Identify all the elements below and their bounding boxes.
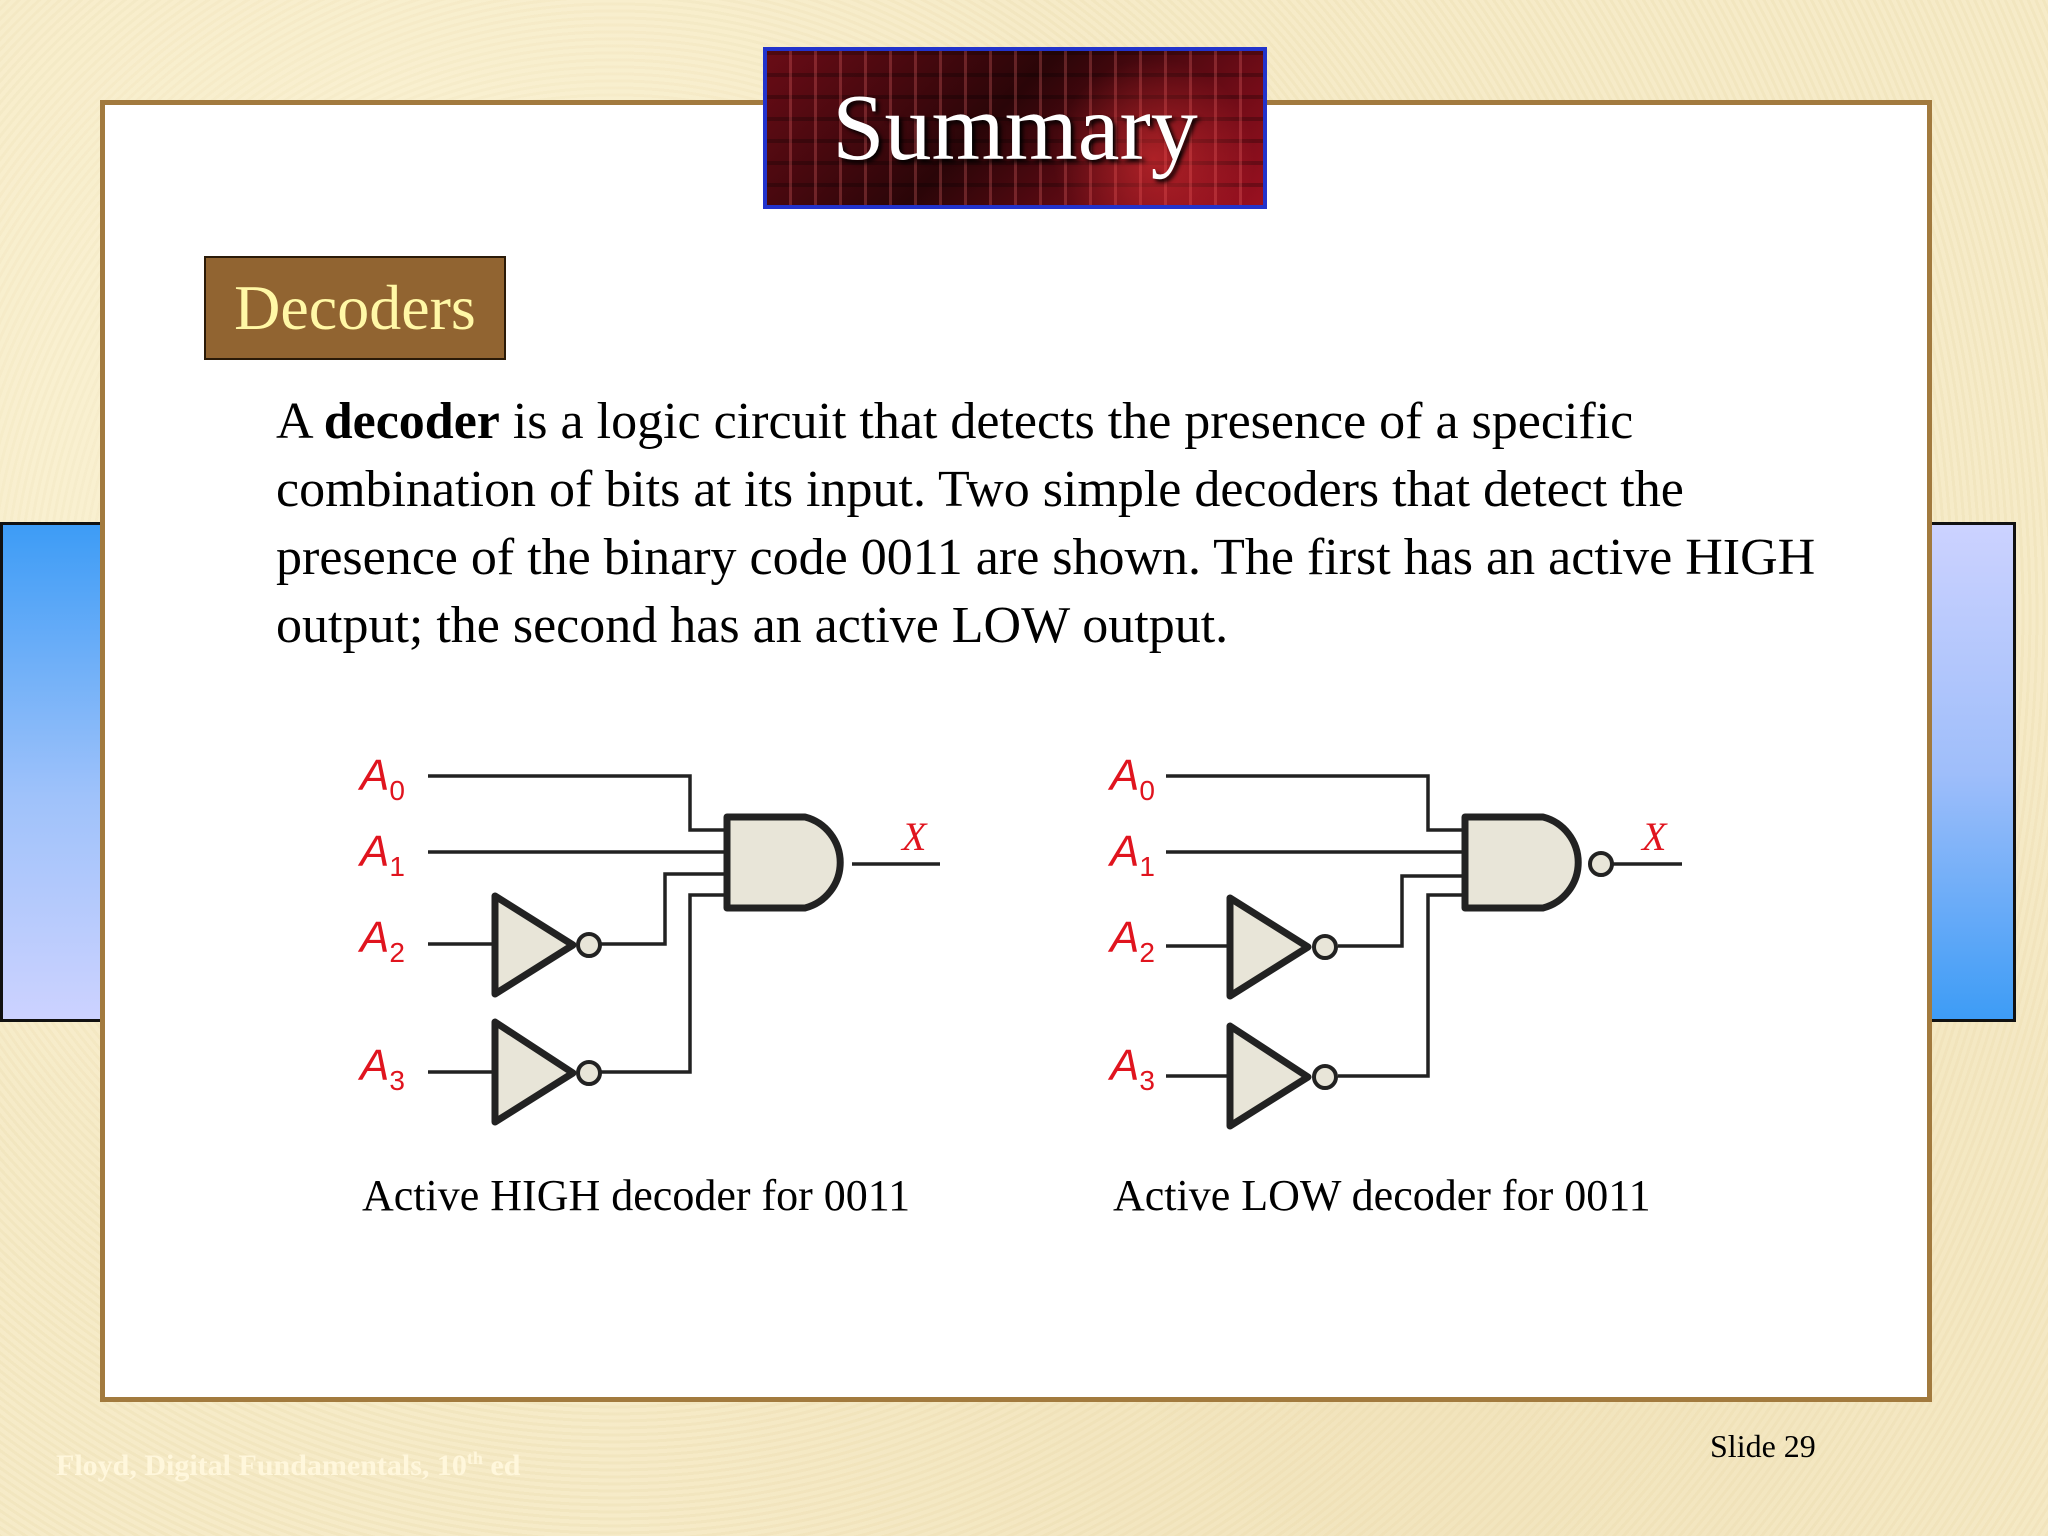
output-label-low: X	[1640, 814, 1668, 859]
section-label: Decoders	[204, 256, 506, 360]
slide-title: Summary	[832, 76, 1198, 180]
footer-book-title: Floyd, Digital Fundamentals, 10	[56, 1449, 467, 1482]
left-accent-bar	[0, 522, 110, 1022]
inverter-a3	[491, 1018, 602, 1126]
footer-book-sup: th	[466, 1448, 483, 1468]
caption-active-high: Active HIGH decoder for 0011	[362, 1171, 911, 1220]
inverter-icon	[491, 892, 577, 998]
output-inversion-bubble-icon	[1588, 851, 1614, 877]
label-a3: A3	[357, 1041, 405, 1096]
and-gate-icon	[1461, 813, 1582, 912]
title-banner: Summary	[763, 47, 1267, 209]
inverter-a2	[491, 892, 602, 998]
label-a2: A2	[1107, 913, 1155, 968]
wires-low	[1166, 774, 1682, 1078]
footer-book-credit: Floyd, Digital Fundamentals, 10th ed	[56, 1448, 520, 1483]
body-text-start: A	[276, 393, 324, 450]
inverter-icon	[491, 1018, 577, 1126]
label-a2: A2	[357, 913, 405, 968]
body-text-rest: is a logic circuit that detects the pres…	[276, 393, 1816, 654]
wires-high	[428, 774, 940, 1074]
label-a3: A3	[1107, 1041, 1155, 1096]
slide-number: Slide 29	[1710, 1428, 1816, 1464]
body-text-bold-term: decoder	[323, 393, 500, 450]
label-a0: A0	[1107, 751, 1155, 806]
inverter-a2	[1226, 894, 1338, 1000]
body-text: A decoder is a logic circuit that detect…	[276, 388, 1856, 660]
inversion-bubble-icon	[576, 932, 602, 958]
footer-book-edition: ed	[482, 1449, 521, 1482]
inverter-a3	[1226, 1022, 1338, 1130]
output-label-high: X	[900, 814, 928, 859]
inversion-bubble-icon	[576, 1060, 602, 1086]
and-gate-icon	[723, 813, 844, 912]
label-a1: A1	[357, 827, 405, 882]
inverter-icon	[1226, 1022, 1312, 1130]
label-a1: A1	[1107, 827, 1155, 882]
inversion-bubble-icon	[1312, 934, 1338, 960]
active-low-decoder: A0 A1 A2 A3 X	[1107, 751, 1682, 1130]
active-high-decoder: A0 A1 A2 A3 X	[357, 751, 940, 1126]
caption-active-low: Active LOW decoder for 0011	[1113, 1171, 1651, 1220]
inverter-icon	[1226, 894, 1312, 1000]
label-a0: A0	[357, 751, 405, 806]
inversion-bubble-icon	[1312, 1064, 1338, 1090]
